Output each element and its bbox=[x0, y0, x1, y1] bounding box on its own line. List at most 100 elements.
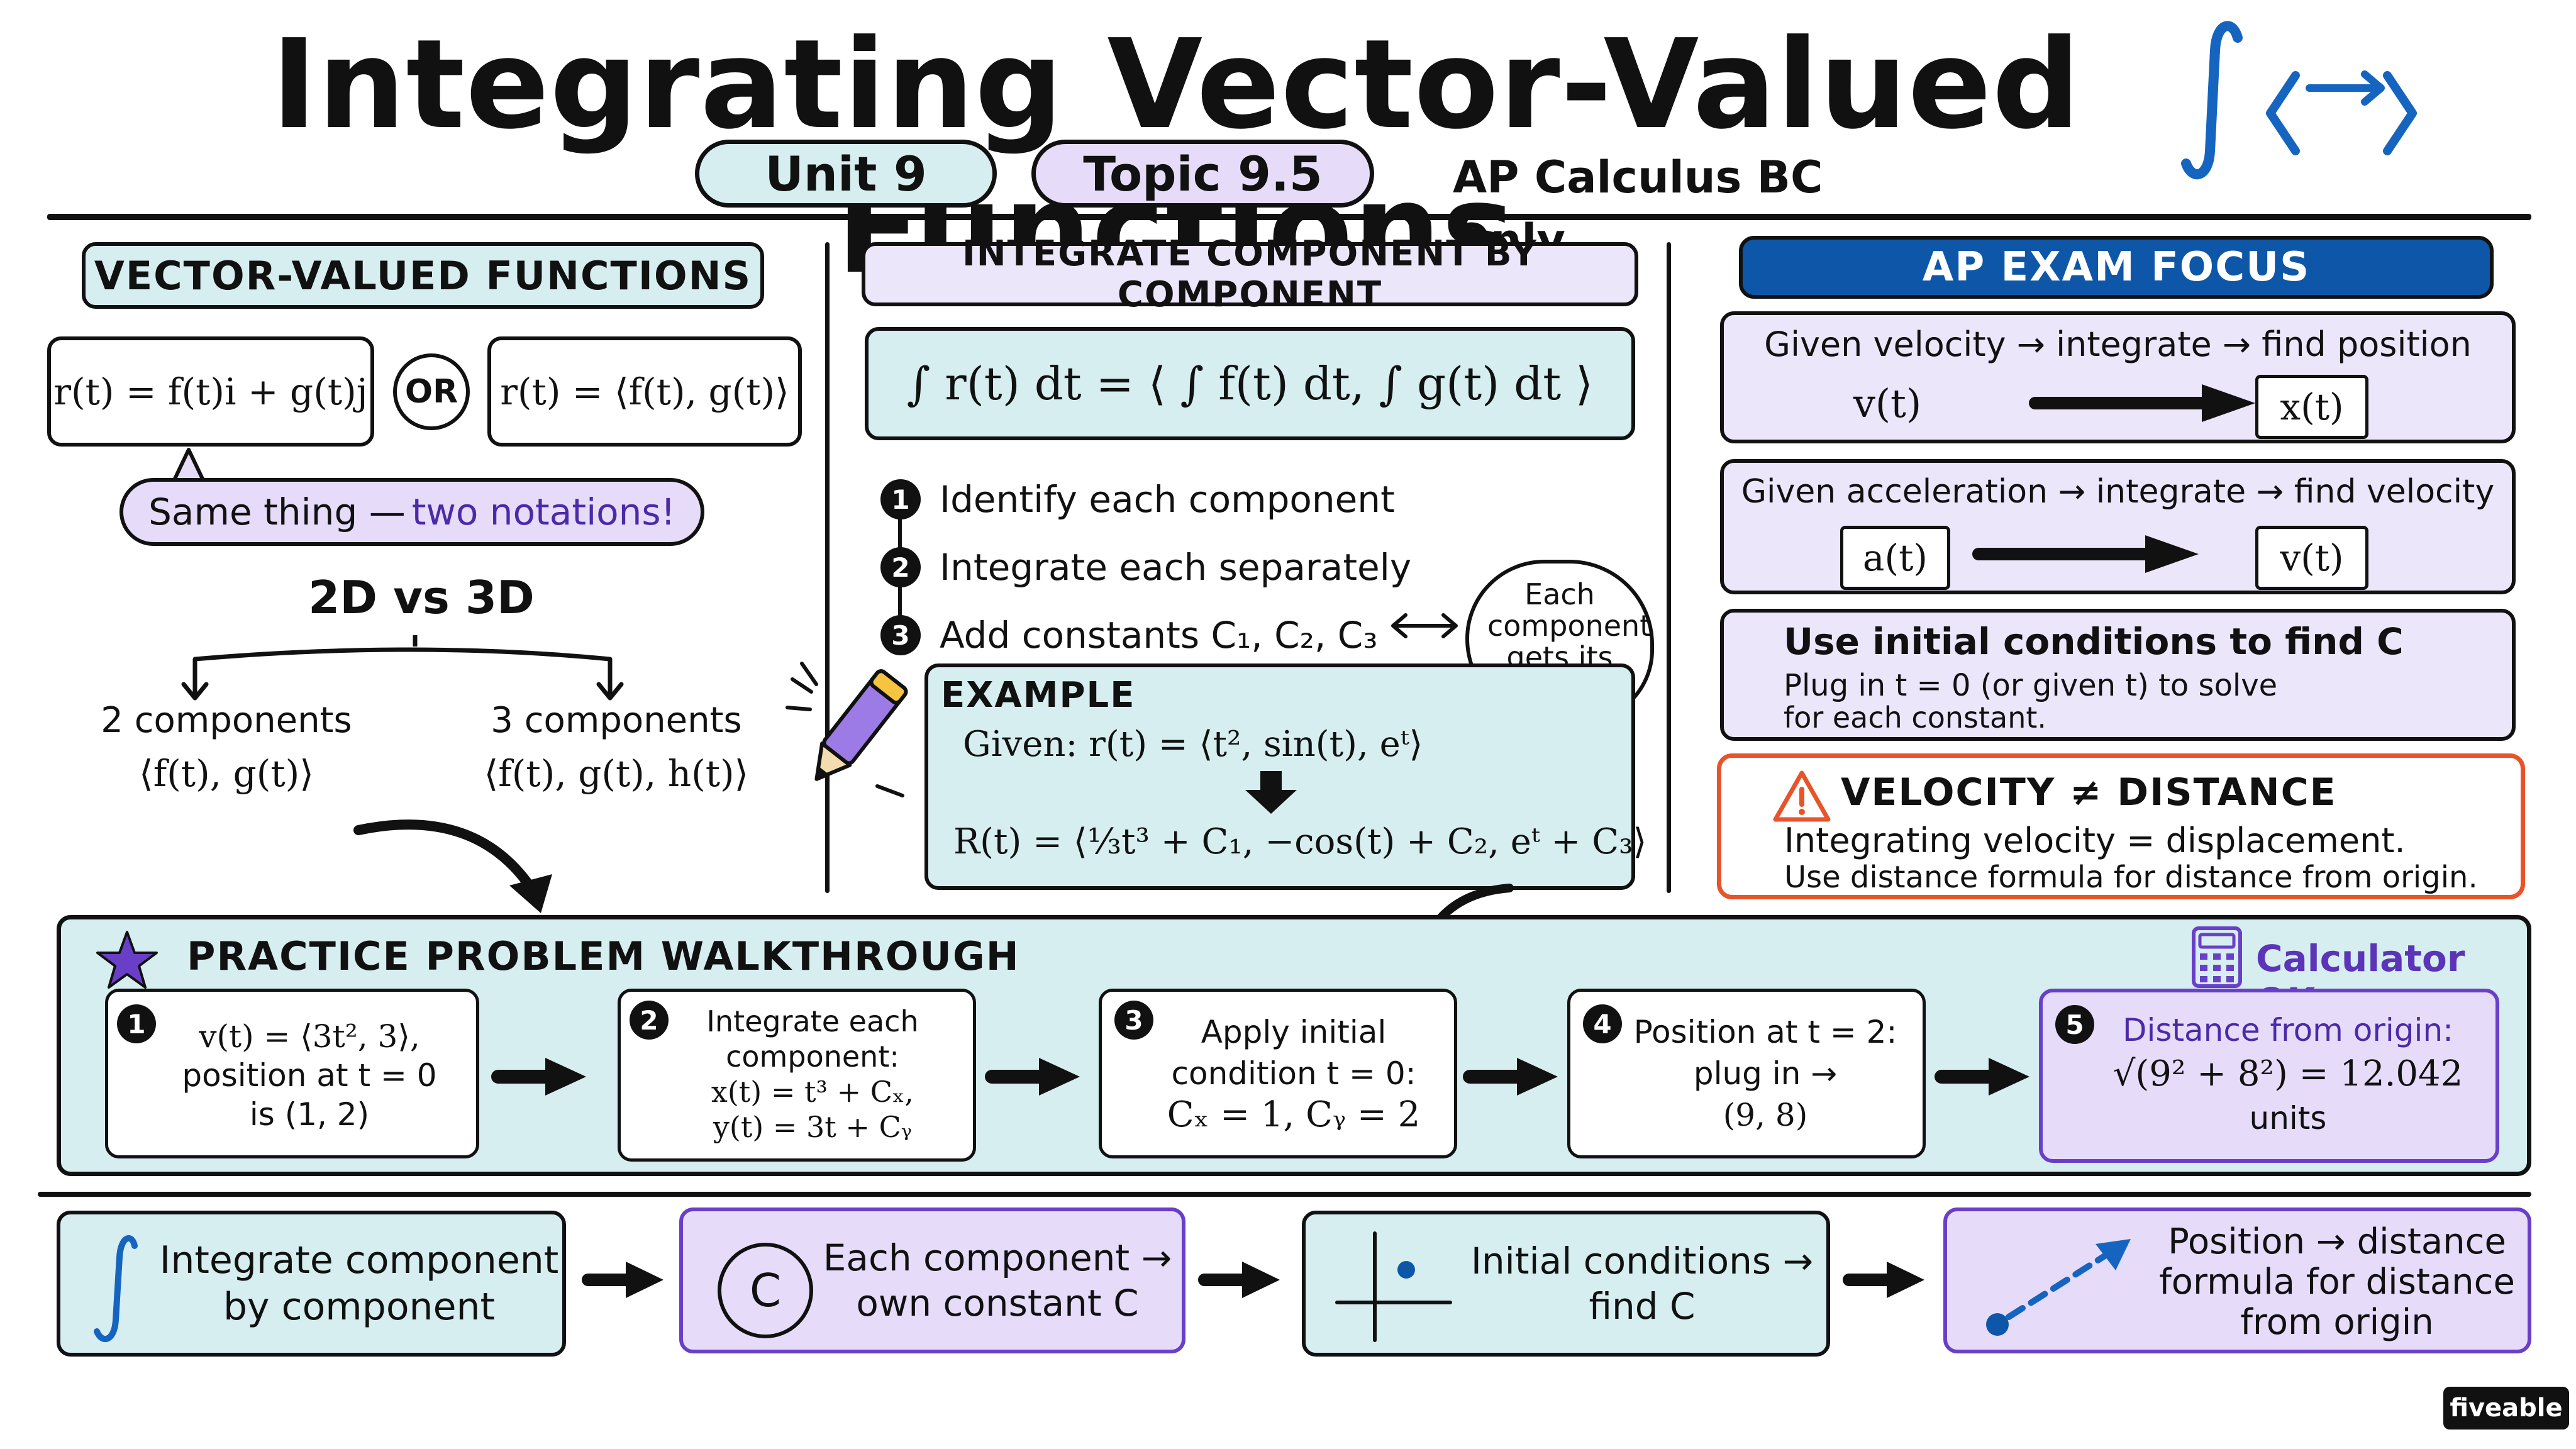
velocity-result-box: v(t) bbox=[2255, 526, 2368, 590]
same-thing-callout: Same thing — two notations! bbox=[119, 478, 704, 546]
practice-arrow bbox=[1935, 1058, 2029, 1096]
summary-line: formula for distance bbox=[2159, 1262, 2515, 1302]
unit-badge: Unit 9 bbox=[695, 140, 997, 208]
velocity-card-title: Given velocity → integrate → find positi… bbox=[1764, 324, 2472, 364]
warning-text-1: Integrating velocity = displacement. bbox=[1784, 821, 2406, 860]
practice-line: (9, 8) bbox=[1723, 1097, 1808, 1133]
bc-only-note: AP Calculus BC Only bbox=[1453, 152, 1823, 266]
practice-step-4: 4 Position at t = 2: plug in → (9, 8) bbox=[1567, 989, 1926, 1158]
practice-step-number: 4 bbox=[1583, 1004, 1622, 1043]
three-components-label: 3 components bbox=[491, 699, 742, 741]
step-item: 2 Integrate each separately bbox=[880, 533, 1446, 601]
warning-title: VELOCITY ≠ DISTANCE bbox=[1841, 770, 2337, 814]
three-components-expr: ⟨f(t), g(t), h(t)⟩ bbox=[484, 752, 749, 795]
position-result-box: x(t) bbox=[2255, 375, 2368, 439]
column-divider-2 bbox=[1667, 242, 1671, 893]
distance-vector-icon bbox=[1986, 1239, 2131, 1336]
practice-step-text: v(t) = ⟨3t², 3⟩, position at t = 0 is (1… bbox=[152, 1004, 467, 1146]
dims-title: 2D vs 3D bbox=[308, 571, 535, 624]
step-text: Integrate each separately bbox=[940, 546, 1412, 589]
summary-arrow bbox=[1843, 1262, 1924, 1298]
initial-conditions-card: Use initial conditions to find C Plug in… bbox=[1720, 609, 2516, 741]
summary-card-initial: Initial conditions → find C bbox=[1302, 1211, 1830, 1357]
practice-line: is (1, 2) bbox=[249, 1096, 370, 1133]
page-title: Integrating Vector-Valued Functions bbox=[271, 13, 2081, 301]
practice-line: √(9² + 8²) = 12.042 bbox=[2112, 1053, 2463, 1094]
ap-exam-focus-header: AP EXAM FOCUS bbox=[1739, 236, 2494, 299]
step-item: 3 Add constants C₁, C₂, C₃ bbox=[880, 601, 1446, 669]
practice-line: Cₓ = 1, Cᵧ = 2 bbox=[1167, 1094, 1421, 1135]
warning-icon bbox=[1773, 770, 1831, 822]
example-panel: EXAMPLE Given: r(t) = ⟨t², sin(t), eᵗ⟩ R… bbox=[924, 663, 1646, 890]
or-circle: OR bbox=[393, 353, 470, 430]
practice-step-number: 5 bbox=[2055, 1005, 2094, 1044]
practice-line: y(t) = 3t + Cᵧ bbox=[713, 1110, 913, 1144]
practice-step-text: Apply initial condition t = 0: Cₓ = 1, C… bbox=[1146, 998, 1441, 1149]
summary-text: Integrate component by component bbox=[155, 1221, 564, 1346]
integral-vector-icon bbox=[2181, 21, 2417, 180]
summary-arrow bbox=[1198, 1262, 1280, 1298]
initial-conditions-title: Use initial conditions to find C bbox=[1784, 620, 2404, 663]
initial-conditions-text-2: for each constant. bbox=[1784, 701, 2047, 735]
double-arrow-icon bbox=[1391, 613, 1458, 638]
step-text: Identify each component bbox=[940, 478, 1395, 521]
practice-line: component: bbox=[726, 1040, 899, 1074]
practice-walkthrough-panel: PRACTICE PROBLEM WALKTHROUGH Calculator … bbox=[57, 915, 2531, 1176]
practice-line: plug in → bbox=[1693, 1055, 1838, 1092]
step-list: 1 Identify each component 2 Integrate ea… bbox=[880, 465, 1446, 657]
practice-line: Position at t = 2: bbox=[1633, 1014, 1897, 1050]
summary-line: find C bbox=[1589, 1285, 1696, 1328]
step-number: 1 bbox=[880, 479, 921, 519]
two-notations-emphasis: two notations! bbox=[411, 491, 675, 533]
practice-step-2: 2 Integrate each component: x(t) = t³ + … bbox=[618, 989, 976, 1162]
component-notation-box: r(t) = f(t)i + g(t)j bbox=[47, 336, 374, 447]
summary-text: Initial conditions → find C bbox=[1457, 1221, 1828, 1346]
acceleration-card-title: Given acceleration → integrate → find ve… bbox=[1741, 473, 2495, 511]
practice-arrow bbox=[491, 1058, 586, 1096]
example-title: EXAMPLE bbox=[941, 675, 1136, 716]
practice-step-number: 2 bbox=[630, 1001, 669, 1040]
pencil-icon bbox=[786, 662, 908, 797]
calculator-icon bbox=[2192, 926, 2242, 988]
practice-line: condition t = 0: bbox=[1171, 1055, 1416, 1092]
practice-step-text: Position at t = 2: plug in → (9, 8) bbox=[1618, 998, 1913, 1149]
summary-card-distance: Position → distance formula for distance… bbox=[1943, 1208, 2531, 1353]
two-components-expr: ⟨f(t), g(t)⟩ bbox=[139, 752, 314, 795]
acceleration-from-box: a(t) bbox=[1840, 526, 1950, 590]
fiveable-logo: fiveable bbox=[2443, 1387, 2569, 1430]
constant-c-icon: C bbox=[718, 1243, 813, 1338]
step-item: 1 Identify each component bbox=[880, 465, 1446, 533]
practice-line: units bbox=[2249, 1100, 2327, 1136]
step-text: Add constants C₁, C₂, C₃ bbox=[940, 614, 1378, 657]
summary-line: by component bbox=[223, 1285, 496, 1329]
summary-line: Integrate component bbox=[159, 1238, 559, 1282]
velocity-distance-warning: VELOCITY ≠ DISTANCE Integrating velocity… bbox=[1717, 753, 2525, 899]
topic-badge: Topic 9.5 bbox=[1031, 140, 1374, 208]
initial-conditions-text-1: Plug in t = 0 (or given t) to solve bbox=[1784, 668, 2278, 703]
velocity-arrow bbox=[2029, 384, 2255, 422]
vector-functions-header: VECTOR-VALUED FUNCTIONS bbox=[82, 242, 764, 309]
example-given: Given: r(t) = ⟨t², sin(t), eᵗ⟩ bbox=[963, 724, 1423, 765]
summary-line: Each component → bbox=[823, 1236, 1172, 1279]
summary-line: own constant C bbox=[856, 1282, 1139, 1324]
practice-arrow bbox=[1463, 1058, 1558, 1096]
column-divider-1 bbox=[825, 242, 830, 893]
summary-text: Each component → own constant C bbox=[815, 1218, 1180, 1343]
same-thing-text: Same thing — bbox=[148, 491, 406, 533]
practice-step-number: 3 bbox=[1114, 1001, 1153, 1040]
header-divider bbox=[47, 214, 2531, 220]
summary-line: Initial conditions → bbox=[1470, 1240, 1814, 1282]
step-number: 3 bbox=[880, 615, 921, 655]
summary-line: Position → distance bbox=[2168, 1221, 2506, 1262]
example-result: R(t) = ⟨⅓t³ + C₁, −cos(t) + C₂, eᵗ + C₃⟩ bbox=[953, 821, 1647, 862]
practice-line: x(t) = t³ + Cₓ, bbox=[711, 1075, 914, 1109]
practice-step-text: Integrate each component: x(t) = t³ + Cₓ… bbox=[665, 996, 960, 1153]
practice-step-5: 5 Distance from origin: √(9² + 8²) = 12.… bbox=[2039, 989, 2499, 1163]
angle-notation-box: r(t) = ⟨f(t), g(t)⟩ bbox=[487, 336, 802, 447]
warning-text-2: Use distance formula for distance from o… bbox=[1784, 860, 2478, 895]
practice-line: Distance from origin: bbox=[2123, 1012, 2453, 1048]
practice-step-1: 1 v(t) = ⟨3t², 3⟩, position at t = 0 is … bbox=[105, 989, 479, 1158]
summary-line: from origin bbox=[2240, 1302, 2434, 1343]
summary-text: Position → distance formula for distance… bbox=[2148, 1216, 2526, 1348]
integrate-component-header: INTEGRATE COMPONENT BY COMPONENT bbox=[862, 233, 1638, 315]
